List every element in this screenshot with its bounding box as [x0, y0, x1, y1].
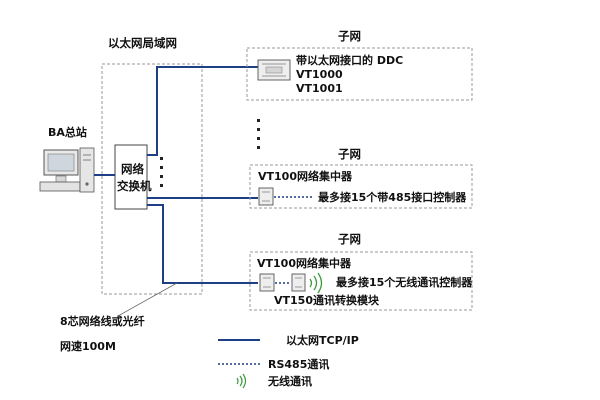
cable-label-line2: 网速100M	[60, 339, 116, 353]
continuation-dots-subnets	[257, 119, 260, 149]
communication-module-icon	[291, 273, 306, 292]
subnet3-module: VT150通讯转换模块	[274, 293, 380, 307]
subnet1-box	[246, 47, 473, 101]
lan-region	[101, 63, 203, 295]
concentrator-icon	[258, 187, 274, 206]
ddc-controller-icon	[257, 59, 291, 81]
ethernet-links	[94, 66, 258, 284]
switch-label-line1: 网络	[121, 162, 144, 176]
ethernet-link-subnet1	[147, 66, 258, 156]
concentrator-icon	[259, 273, 275, 292]
wireless-icon	[309, 272, 323, 294]
legend: 以太网TCP/IP RS485通讯 无线通讯	[218, 333, 359, 389]
subnet3-box	[249, 251, 473, 311]
network-switch	[114, 144, 148, 210]
subnet2-title: 子网	[338, 147, 361, 161]
ba-station-label: BA总站	[48, 125, 87, 139]
legend-wireless-icon	[236, 373, 247, 389]
subnet3-concentrator: VT100网络集中器	[257, 256, 352, 270]
subnet2-note: 最多接15个带485接口控制器	[318, 190, 467, 204]
subnet1-line2: VT1000	[296, 68, 343, 81]
subnet3-title: 子网	[338, 232, 361, 246]
cable-label-line1: 8芯网络线或光纤	[60, 314, 145, 328]
subnet2-box	[249, 164, 473, 209]
legend-label-ethernet: 以太网TCP/IP	[286, 333, 359, 347]
subnet2-concentrator: VT100网络集中器	[258, 169, 353, 183]
ethernet-link-subnet3	[147, 204, 258, 284]
cable-callout-line	[117, 282, 178, 317]
subnet1-line1: 带以太网接口的 DDC	[296, 53, 403, 67]
subnet1-line3: VT1001	[296, 82, 343, 95]
legend-label-rs485: RS485通讯	[268, 358, 329, 371]
switch-label-line2: 交换机	[117, 179, 152, 193]
lan-title: 以太网局域网	[108, 36, 177, 50]
legend-label-wireless: 无线通讯	[267, 374, 312, 388]
subnet1-title: 子网	[338, 29, 361, 43]
subnet3-note: 最多接15个无线通讯控制器	[336, 275, 473, 289]
continuation-dots-switch	[160, 157, 163, 187]
computer-icon	[39, 147, 95, 193]
